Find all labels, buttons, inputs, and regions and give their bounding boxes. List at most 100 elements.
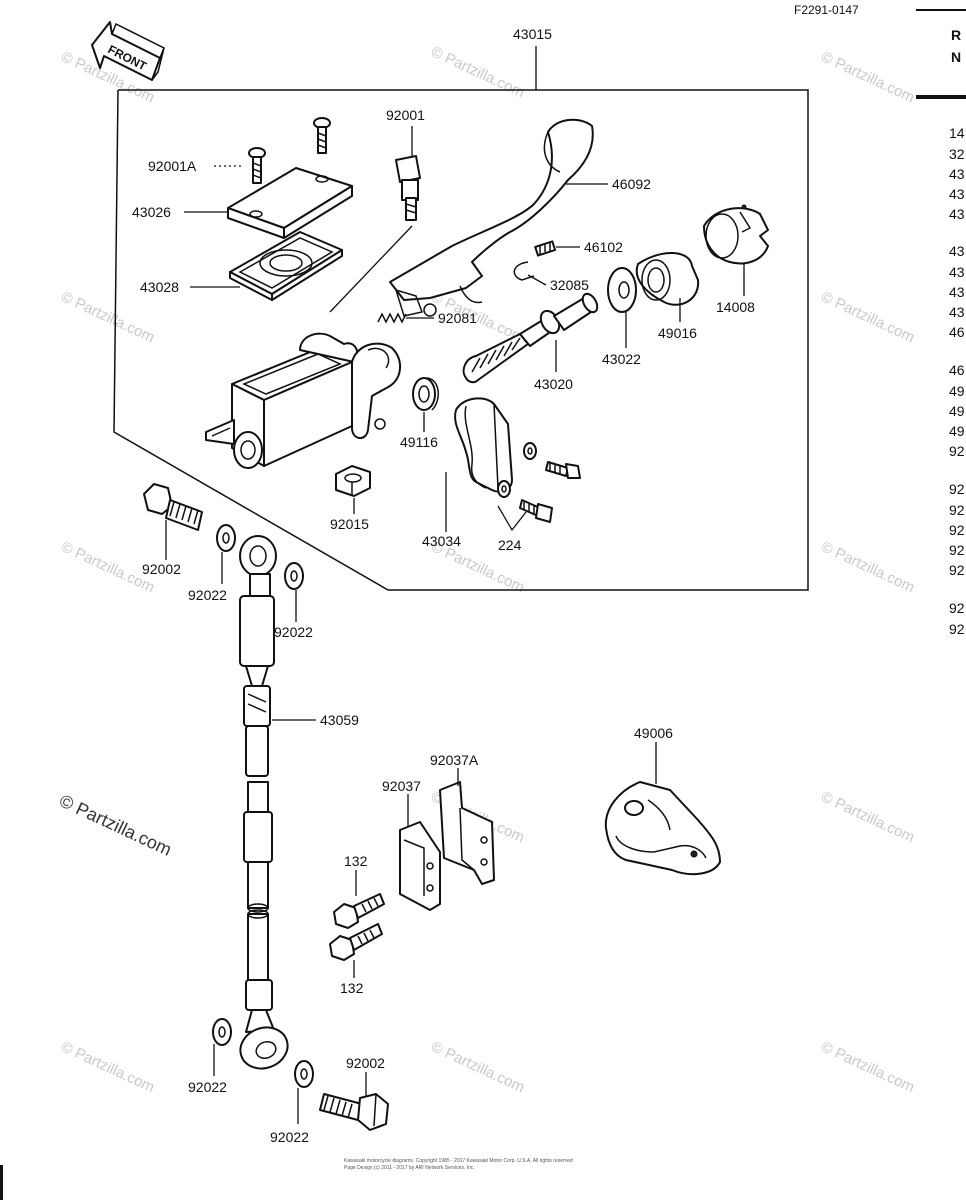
diaphragm-43028 [229,231,343,301]
column-item: 49 [949,383,965,399]
boot-49016 [635,251,700,306]
callout-49006: 49006 [634,725,673,741]
footer-design: Page Design (c) 2011 - 2017 by ARI Netwo… [344,1165,475,1171]
column-item: 92 [949,621,965,637]
brake-hose-43059 [239,535,289,1070]
watermark: © Partzilla.com [428,1038,527,1096]
leader-32085 [527,274,547,286]
callout-43028: 43028 [140,279,179,295]
clip-32085 [513,261,535,281]
piston-assembly-43020 [462,292,599,384]
banjo-bolt-92002-upper [143,483,203,531]
clamp-43034 [454,397,513,493]
column-item: 92 [949,502,965,518]
watermark: © Partzilla.com [818,48,917,106]
column-item: 46 [949,324,965,340]
callout-92001A: 92001A [148,158,197,174]
washer-92022-c [212,1018,232,1046]
cover-14008 [703,204,769,265]
callout-46092: 46092 [612,176,651,192]
callout-92037: 92037 [382,778,421,794]
callout-49016: 49016 [658,325,697,341]
washer-43022 [607,267,637,313]
washer-92022-b [284,562,304,590]
callout-43034: 43034 [422,533,461,549]
watermark: © Partzilla.com [818,788,917,846]
assembly-frame [113,89,809,591]
column-header-2: N [951,49,961,65]
column-item: 92 [949,562,965,578]
column-item: 43 [949,186,965,202]
column-item: 43 [949,206,965,222]
column-item: 92 [949,481,965,497]
washer-92022-a [216,524,236,552]
callout-92002-lower: 92002 [346,1055,385,1071]
column-item: 43 [949,304,965,320]
pivot-bolt-92001 [395,155,421,221]
bracket-92037A [439,781,495,885]
column-item: 49 [949,403,965,419]
column-item: 92 [949,443,965,459]
callout-92081: 92081 [438,310,477,326]
screw-92001-top [313,117,331,154]
callout-32085: 32085 [550,277,589,293]
column-item: 14 [949,125,965,141]
column-header-1: R [951,27,961,43]
callout-43022: 43022 [602,351,641,367]
screw-92001A [248,147,266,184]
callout-92022-d: 92022 [270,1129,309,1145]
column-item: 92 [949,600,965,616]
column-item: 43 [949,264,965,280]
callout-92002-upper: 92002 [142,561,181,577]
column-item: 32 [949,146,965,162]
cover-49006 [604,781,721,876]
column-item: 92 [949,542,965,558]
callout-49116: 49116 [400,434,438,450]
callout-14008: 14008 [716,299,755,315]
callout-92015: 92015 [330,516,369,532]
column-item: 43 [949,166,965,182]
right-parts-column: R N 14 32 43 43 43 43 43 43 43 46 46 49 … [916,9,966,637]
watermark: © Partzilla.com [818,1038,917,1096]
nut-92015 [335,465,371,497]
banjo-bolt-92002-lower [319,1093,389,1131]
footer-copyright: Kawasaki motorcycle diagrams. Copyright … [344,1158,573,1164]
callout-43026: 43026 [132,204,171,220]
column-item: 43 [949,284,965,300]
watermark: © Partzilla.com [58,288,157,346]
reservoir-cap-43026 [227,167,353,239]
watermark-main: © Partzilla.com [56,790,174,859]
bolt-132-b [329,923,383,961]
column-item: 46 [949,362,965,378]
master-cylinder-body [205,332,401,469]
pivot-leader-line [329,225,413,313]
callout-labels: 43015 92001 92001A 46092 43026 46102 430… [132,26,755,1145]
callout-92037A: 92037A [430,752,479,768]
callout-92001: 92001 [386,107,425,123]
callout-46102: 46102 [584,239,623,255]
watermark: © Partzilla.com [818,288,917,346]
bracket-92037 [399,821,441,911]
clamp-hardware-224 [497,442,581,523]
callout-43020: 43020 [534,376,573,392]
seal-49116 [412,377,439,411]
callout-92022-c: 92022 [188,1079,227,1095]
spring-92081 [377,312,407,324]
washer-92022-d [294,1060,314,1088]
column-item: 49 [949,423,965,439]
callout-43015: 43015 [513,26,552,42]
column-item: 43 [949,243,965,259]
callout-132-b: 132 [340,980,364,996]
pin-46102 [534,240,557,257]
callout-92022-a: 92022 [188,587,227,603]
edge-mark [0,1165,3,1200]
leader-224 [497,505,527,532]
watermark: © Partzilla.com [58,1038,157,1096]
watermarks: © Partzilla.com © Partzilla.com © Partzi… [56,43,917,1096]
diagram-reference: F2291-0147 [794,3,859,17]
watermark: © Partzilla.com [818,538,917,596]
watermark: © Partzilla.com [428,43,527,101]
bolt-132-a [333,893,385,929]
callout-132-a: 132 [344,853,368,869]
